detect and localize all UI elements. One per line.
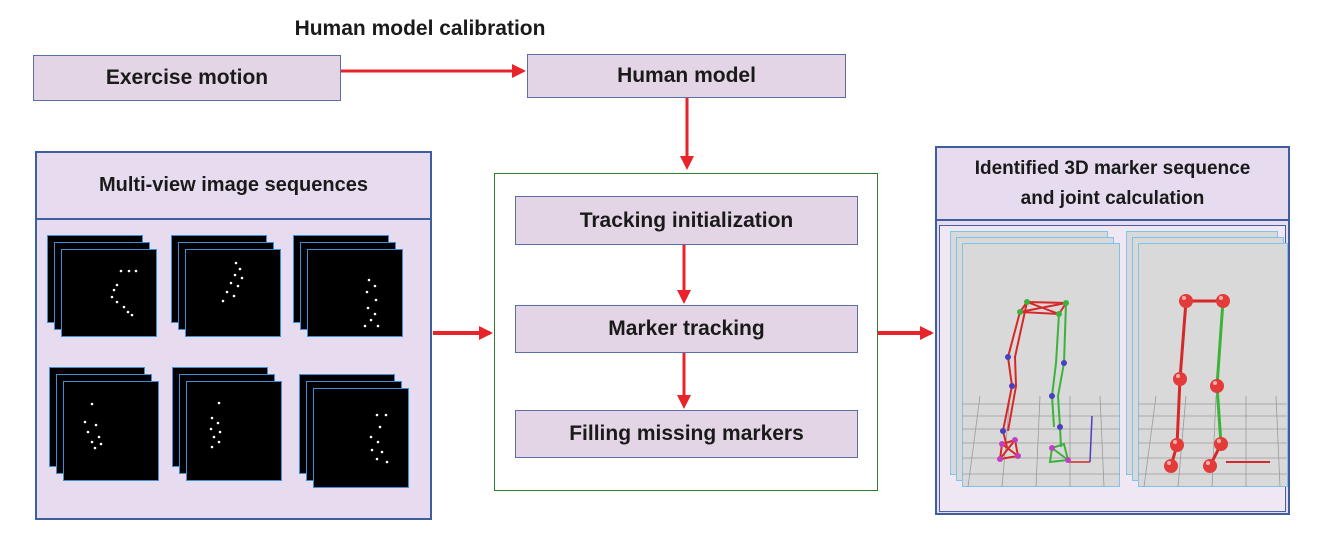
image-frame <box>61 249 157 337</box>
identified-label-line1: Identified 3D marker sequence <box>974 157 1251 179</box>
image-sequences-area <box>37 222 430 518</box>
multi-view-label: Multi-view image sequences <box>99 174 368 196</box>
skeleton-views-area <box>939 225 1288 512</box>
human-model-box: Human model <box>527 54 846 98</box>
identified-header: Identified 3D marker sequence and joint … <box>937 148 1288 221</box>
image-frame <box>186 381 282 481</box>
filling-missing-label: Filling missing markers <box>569 422 804 445</box>
joint-balls <box>1164 294 1230 473</box>
tracking-initialization-box: Tracking initialization <box>515 196 858 245</box>
image-frame <box>313 388 409 488</box>
marker-dots <box>83 261 389 464</box>
identified-panel: Identified 3D marker sequence and joint … <box>935 146 1290 515</box>
exercise-motion-label: Exercise motion <box>105 66 269 89</box>
marker-tracking-box: Marker tracking <box>515 305 858 353</box>
tracking-initialization-label: Tracking initialization <box>579 208 794 232</box>
exercise-motion-box: Exercise motion <box>33 55 341 101</box>
human-model-label: Human model <box>617 64 756 87</box>
marker-tracking-label: Marker tracking <box>608 317 765 340</box>
image-frame <box>185 249 281 337</box>
image-frame <box>307 249 403 337</box>
wireframe-joints <box>997 299 1071 463</box>
filling-missing-box: Filling missing markers <box>515 410 858 458</box>
multi-view-header: Multi-view image sequences <box>37 153 430 220</box>
identified-label-line2: and joint calculation <box>1020 187 1205 209</box>
image-frame <box>63 381 159 481</box>
multi-view-panel: Multi-view image sequences <box>35 151 432 520</box>
view-frame <box>1138 243 1288 487</box>
calibration-title: Human model calibration <box>294 17 546 40</box>
view-frame <box>962 243 1120 487</box>
skeleton-drawings <box>962 294 1287 488</box>
